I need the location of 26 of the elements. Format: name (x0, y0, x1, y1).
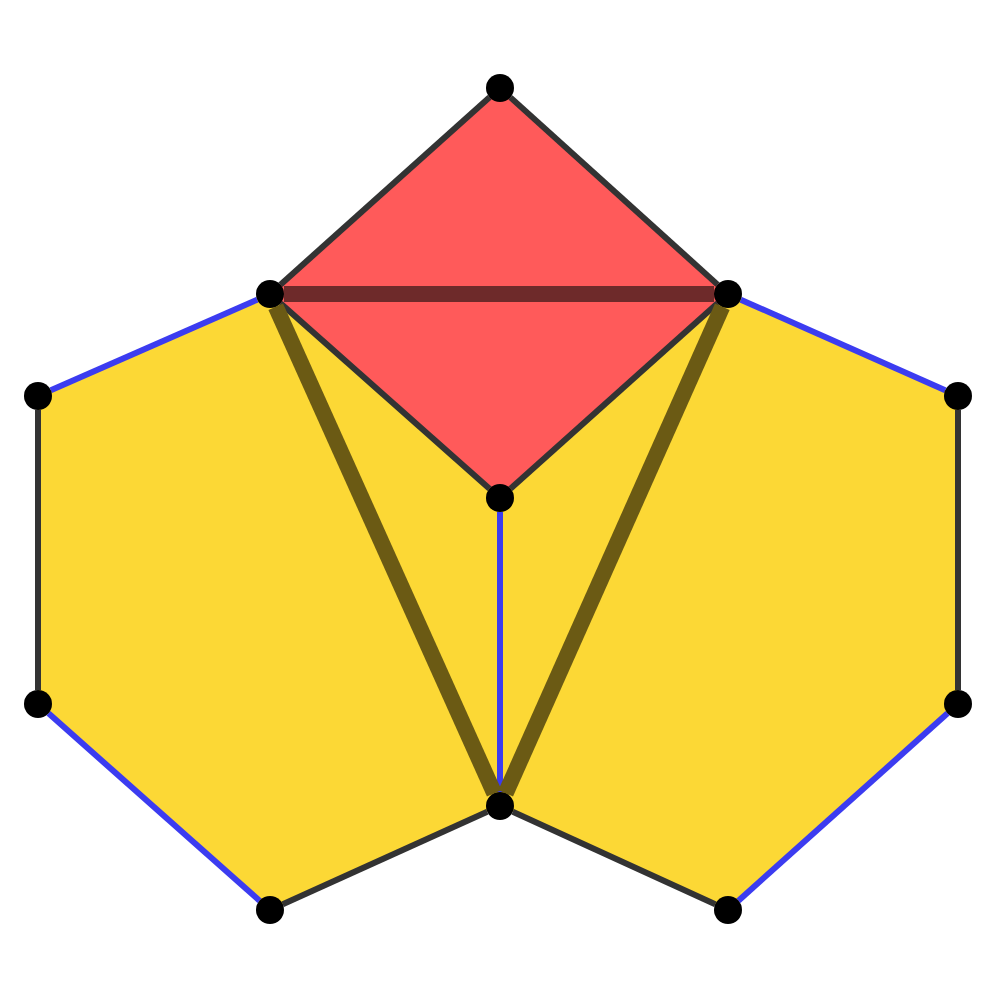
vertex-dot (24, 382, 52, 410)
vertex-dot (944, 690, 972, 718)
vertex-dot (24, 690, 52, 718)
line (35, 410, 41, 690)
line (511, 809, 717, 907)
vertex-dot (486, 792, 514, 820)
line (497, 512, 503, 792)
vertex-dot (714, 896, 742, 924)
line (508, 95, 720, 287)
line (508, 301, 720, 491)
line (281, 809, 489, 907)
line (278, 95, 492, 287)
vertex-dot (256, 280, 284, 308)
line (46, 711, 262, 903)
line (736, 711, 950, 903)
line (739, 296, 947, 394)
vertex-dot (714, 280, 742, 308)
line (49, 296, 259, 394)
vertex-dot (944, 382, 972, 410)
line (955, 410, 961, 690)
thick-line (498, 303, 730, 797)
line (278, 301, 492, 491)
vertex-dot (256, 896, 284, 924)
vertex-dot (486, 74, 514, 102)
thick-line (284, 286, 714, 302)
thick-line (268, 303, 502, 797)
